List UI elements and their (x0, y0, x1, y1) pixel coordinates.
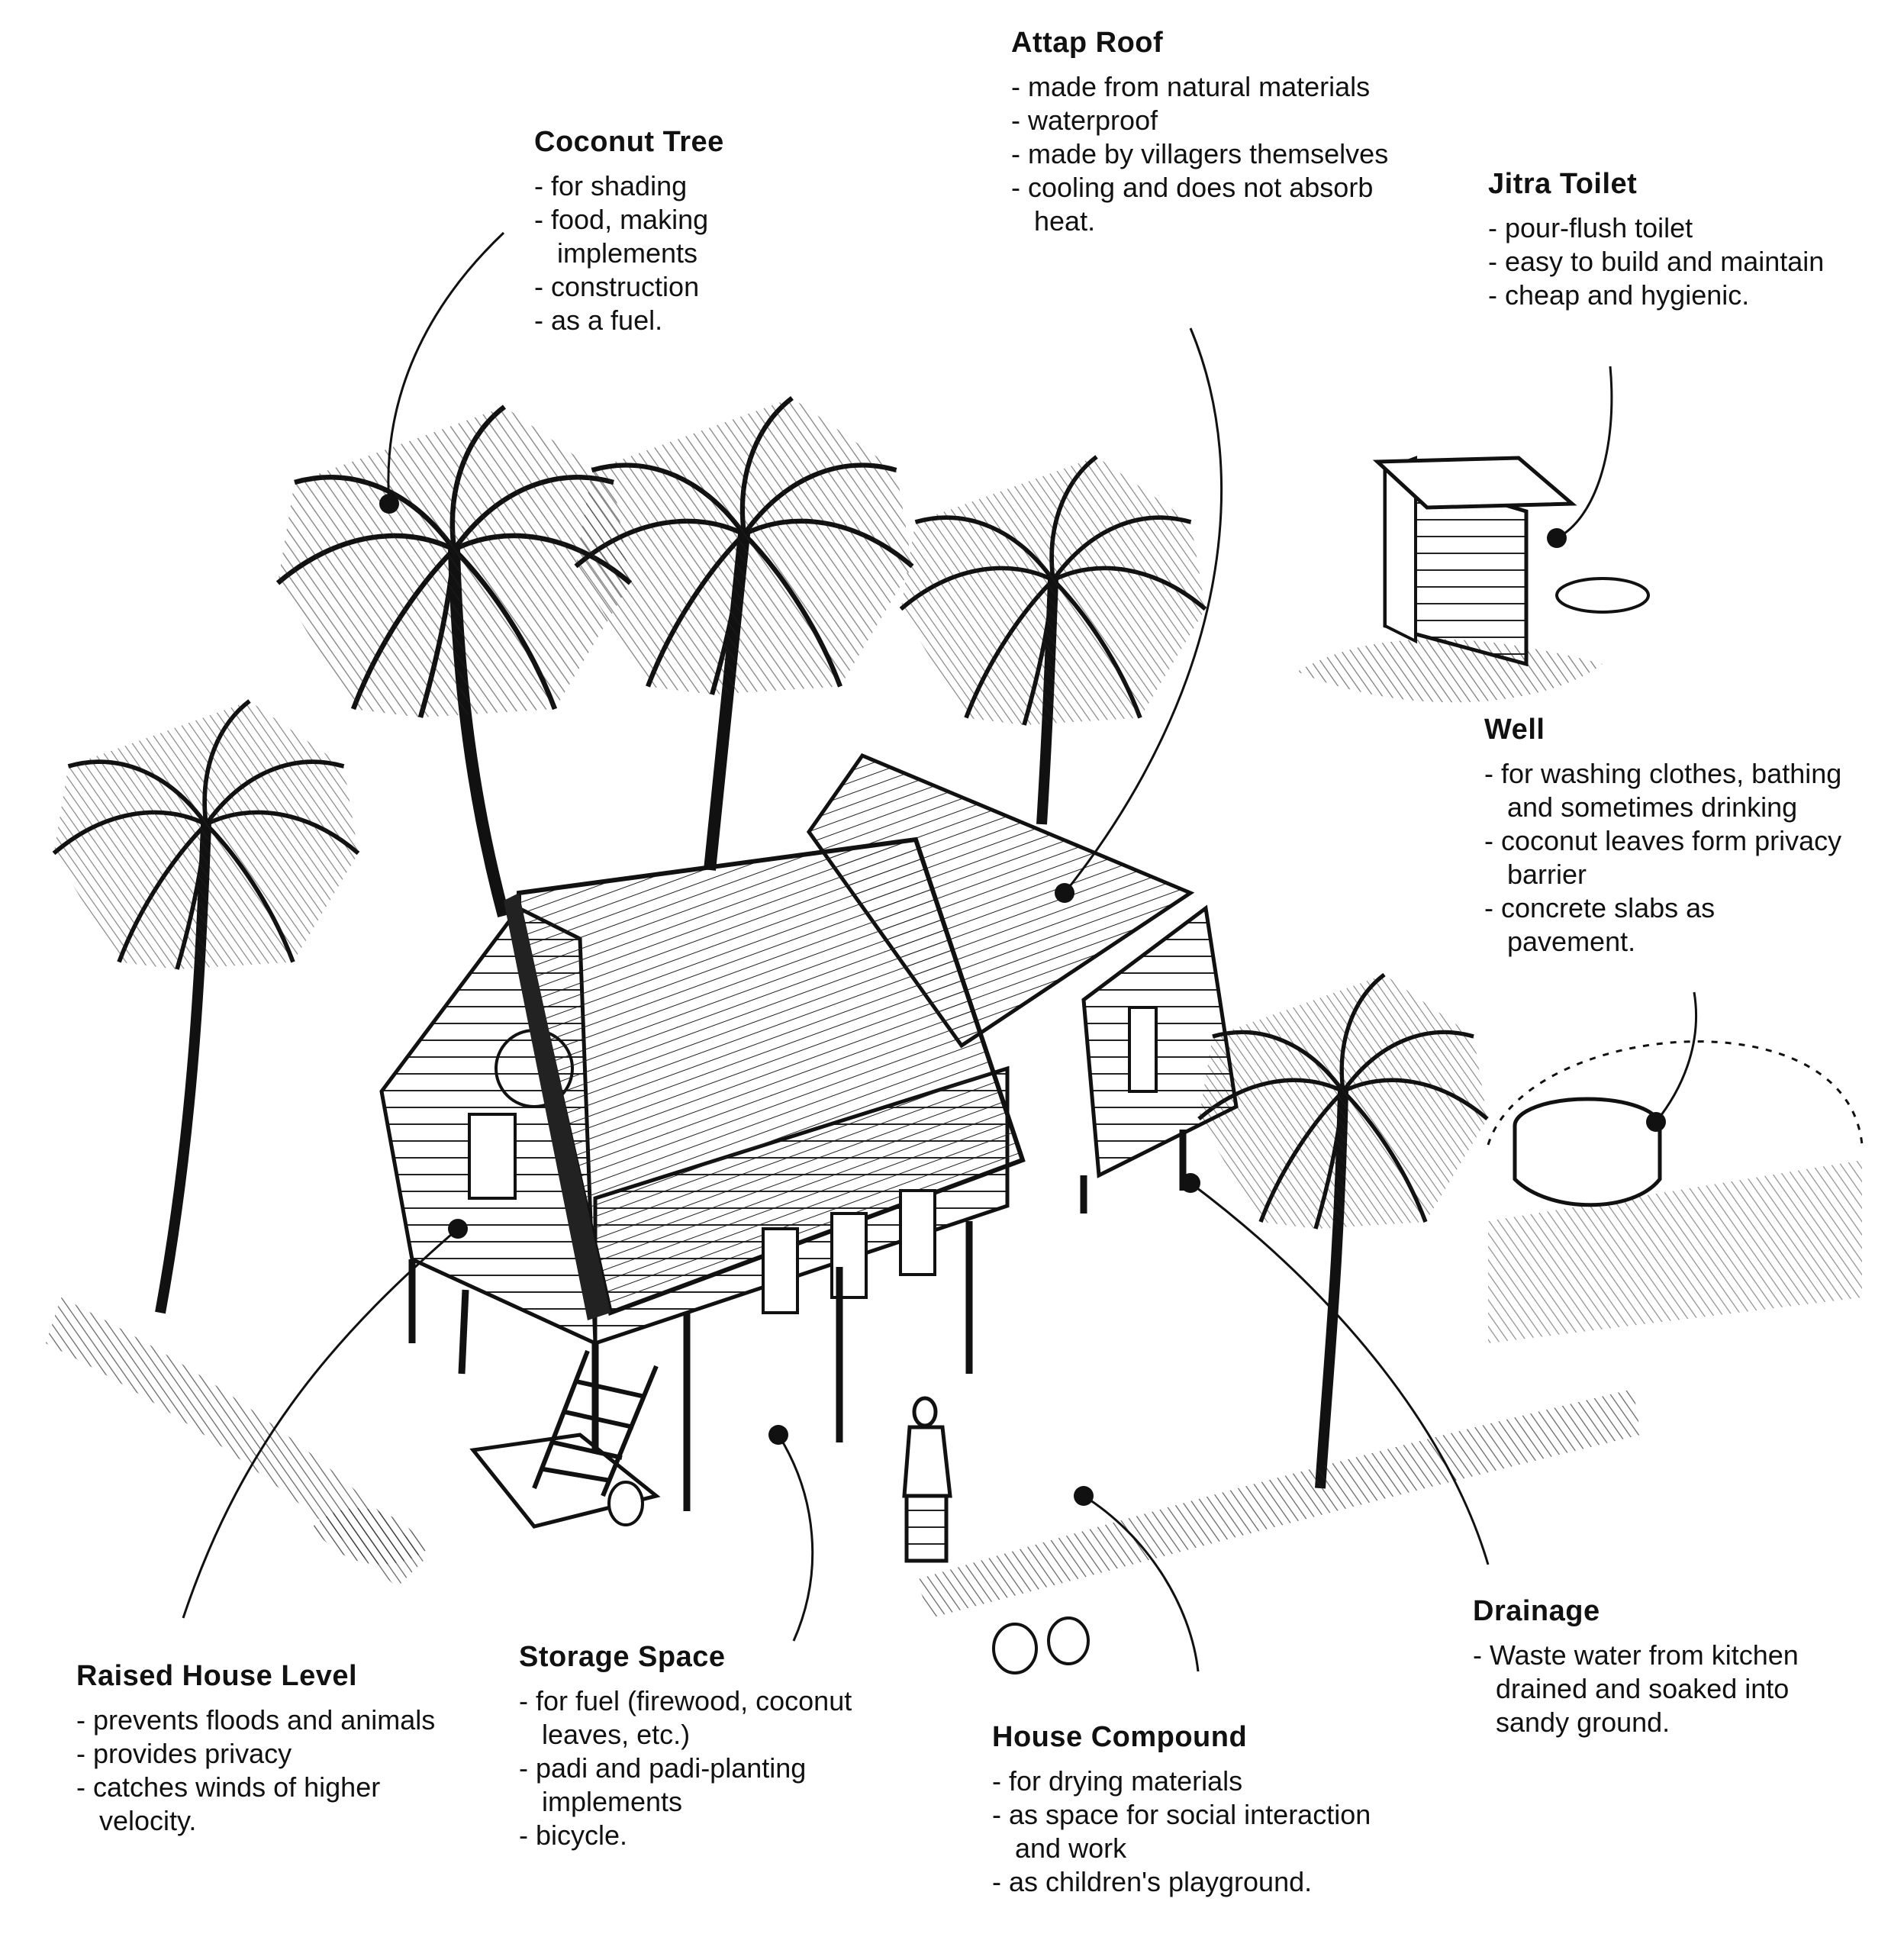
house-compound-list: for drying materials as space for social… (992, 1765, 1374, 1899)
house-drawing (379, 753, 1239, 1529)
coconut-tree-list: for shading food, making implements cons… (534, 169, 839, 337)
well-callout: Well for washing clothes, bathing and so… (1484, 714, 1851, 959)
coconut-tree-near-well (1199, 975, 1487, 1489)
drainage-title: Drainage (1473, 1595, 1600, 1627)
jitra-toilet-title: Jitra Toilet (1488, 168, 1638, 200)
list-item: as space for social interaction and work (992, 1798, 1374, 1865)
leader-lines (182, 231, 1697, 1672)
list-item: provides privacy (76, 1737, 458, 1771)
list-item: for drying materials (992, 1765, 1374, 1798)
list-item: as a fuel. (534, 304, 839, 337)
coconut-tree-left (278, 407, 630, 918)
well-list: for washing clothes, bathing and sometim… (1484, 757, 1851, 959)
list-item: cooling and does not absorb heat. (1011, 171, 1438, 238)
list-item: for fuel (firewood, coconut leaves, etc.… (519, 1684, 878, 1752)
list-item: concrete slabs as pavement. (1484, 891, 1851, 959)
list-item: easy to build and maintain (1488, 245, 1847, 279)
storage-space-callout: Storage Space for fuel (firewood, coconu… (519, 1641, 878, 1852)
list-item: bicycle. (519, 1819, 878, 1852)
jitra-toilet-callout: Jitra Toilet pour-flush toilet easy to b… (1488, 168, 1847, 312)
storage-space-title: Storage Space (519, 1641, 726, 1673)
list-item: made from natural materials (1011, 70, 1438, 104)
jitra-toilet-list: pour-flush toilet easy to build and main… (1488, 211, 1847, 312)
coconut-tree-far-left (53, 701, 358, 1314)
list-item: cheap and hygienic. (1488, 279, 1847, 312)
attap-roof-list: made from natural materials waterproof m… (1011, 70, 1438, 238)
house-compound-callout: House Compound for drying materials as s… (992, 1721, 1374, 1899)
coconut-tree-title: Coconut Tree (534, 126, 724, 158)
attap-roof-callout: Attap Roof made from natural materials w… (1011, 27, 1438, 238)
list-item: waterproof (1011, 104, 1438, 137)
house-compound-title: House Compound (992, 1721, 1248, 1753)
list-item: as children's playground. (992, 1865, 1374, 1899)
raised-house-level-list: prevents floods and animals provides pri… (76, 1703, 458, 1838)
list-item: made by villagers themselves (1011, 137, 1438, 171)
coconut-tree-center (576, 398, 913, 871)
ground-shrubs (46, 1297, 1641, 1674)
storage-space-list: for fuel (firewood, coconut leaves, etc.… (519, 1684, 878, 1852)
list-item: catches winds of higher velocity. (76, 1771, 458, 1838)
jitra-toilet-drawing (1297, 456, 1650, 703)
list-item: padi and padi-planting implements (519, 1752, 878, 1819)
coconut-tree-callout: Coconut Tree for shading food, making im… (534, 126, 839, 337)
list-item: for washing clothes, bathing and sometim… (1484, 757, 1851, 824)
drainage-callout: Drainage Waste water from kitchen draine… (1473, 1595, 1809, 1739)
well-title: Well (1484, 714, 1545, 746)
list-item: coconut leaves form privacy barrier (1484, 824, 1851, 891)
list-item: prevents floods and animals (76, 1703, 458, 1737)
attap-roof-title: Attap Roof (1011, 27, 1164, 59)
list-item: pour-flush toilet (1488, 211, 1847, 245)
coconut-tree-right (901, 457, 1206, 825)
drainage-text: Waste water from kitchen drained and soa… (1473, 1639, 1809, 1739)
well-drawing (1487, 1040, 1864, 1343)
leader-dots (379, 494, 1666, 1506)
raised-house-level-title: Raised House Level (76, 1660, 358, 1692)
list-item: construction (534, 270, 839, 304)
list-item: for shading (534, 169, 839, 203)
list-item: food, making implements (534, 203, 839, 270)
person-drawing (902, 1396, 952, 1563)
raised-house-level-callout: Raised House Level prevents floods and a… (76, 1660, 458, 1838)
